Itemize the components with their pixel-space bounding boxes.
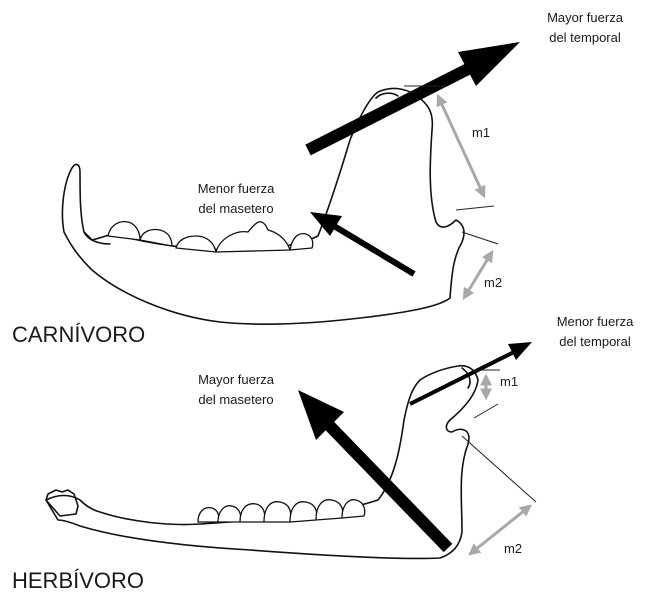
herbivore-masseter-arrow (298, 390, 448, 548)
carnivore-temporal-label-line2: del temporal (549, 30, 621, 45)
herbivore-masseter-label-line2: del masetero (198, 392, 273, 407)
herbivore-title: HERBÍVORO (12, 568, 144, 593)
herbivore-tooth (218, 506, 241, 522)
carnivore-tooth (108, 222, 140, 240)
herbivore-temporal-label-line1: Menor fuerza (557, 314, 634, 329)
herbivore-tooth (198, 508, 219, 522)
carnivore-coronoid-inner (376, 93, 398, 98)
carnivore-tooth (176, 236, 216, 252)
herbivore-tooth (316, 500, 343, 520)
herbivore-m2-measurement (462, 436, 536, 554)
herbivore-m2-label: m2 (504, 541, 522, 556)
herbivore-tooth (240, 504, 265, 522)
carnivore-teeth (108, 222, 313, 252)
herbivore-incisor (46, 490, 78, 516)
herbivore-teeth (198, 500, 365, 522)
carnivore-title: CARNÍVORO (12, 322, 145, 347)
herbivore-tooth (290, 502, 317, 522)
herbivore-temporal-label-line2: del temporal (559, 334, 631, 349)
carnivore-masseter-label-line2: del masetero (198, 201, 273, 216)
carnivore-m2-label: m2 (484, 275, 502, 290)
herbivore-m1-label: m1 (500, 374, 518, 389)
herbivore-temporal-arrow (410, 342, 532, 404)
carnivore-tooth (290, 234, 313, 250)
herbivore-masseter-label-line1: Mayor fuerza (198, 372, 275, 387)
herbivore-m1-measurement (472, 370, 500, 418)
carnivore-tooth (140, 229, 172, 246)
herbivore-tooth (342, 500, 365, 518)
carnivore-masseter-label-line1: Menor fuerza (198, 181, 275, 196)
carnivore-m1-label: m1 (472, 125, 490, 140)
carnivore-tooth (216, 222, 290, 252)
carnivore-temporal-label-line1: Mayor fuerza (547, 10, 624, 25)
herbivore-tooth (264, 502, 291, 522)
carnivore-masseter-arrow (310, 212, 414, 274)
carnivore-m1-measurement (404, 86, 494, 210)
